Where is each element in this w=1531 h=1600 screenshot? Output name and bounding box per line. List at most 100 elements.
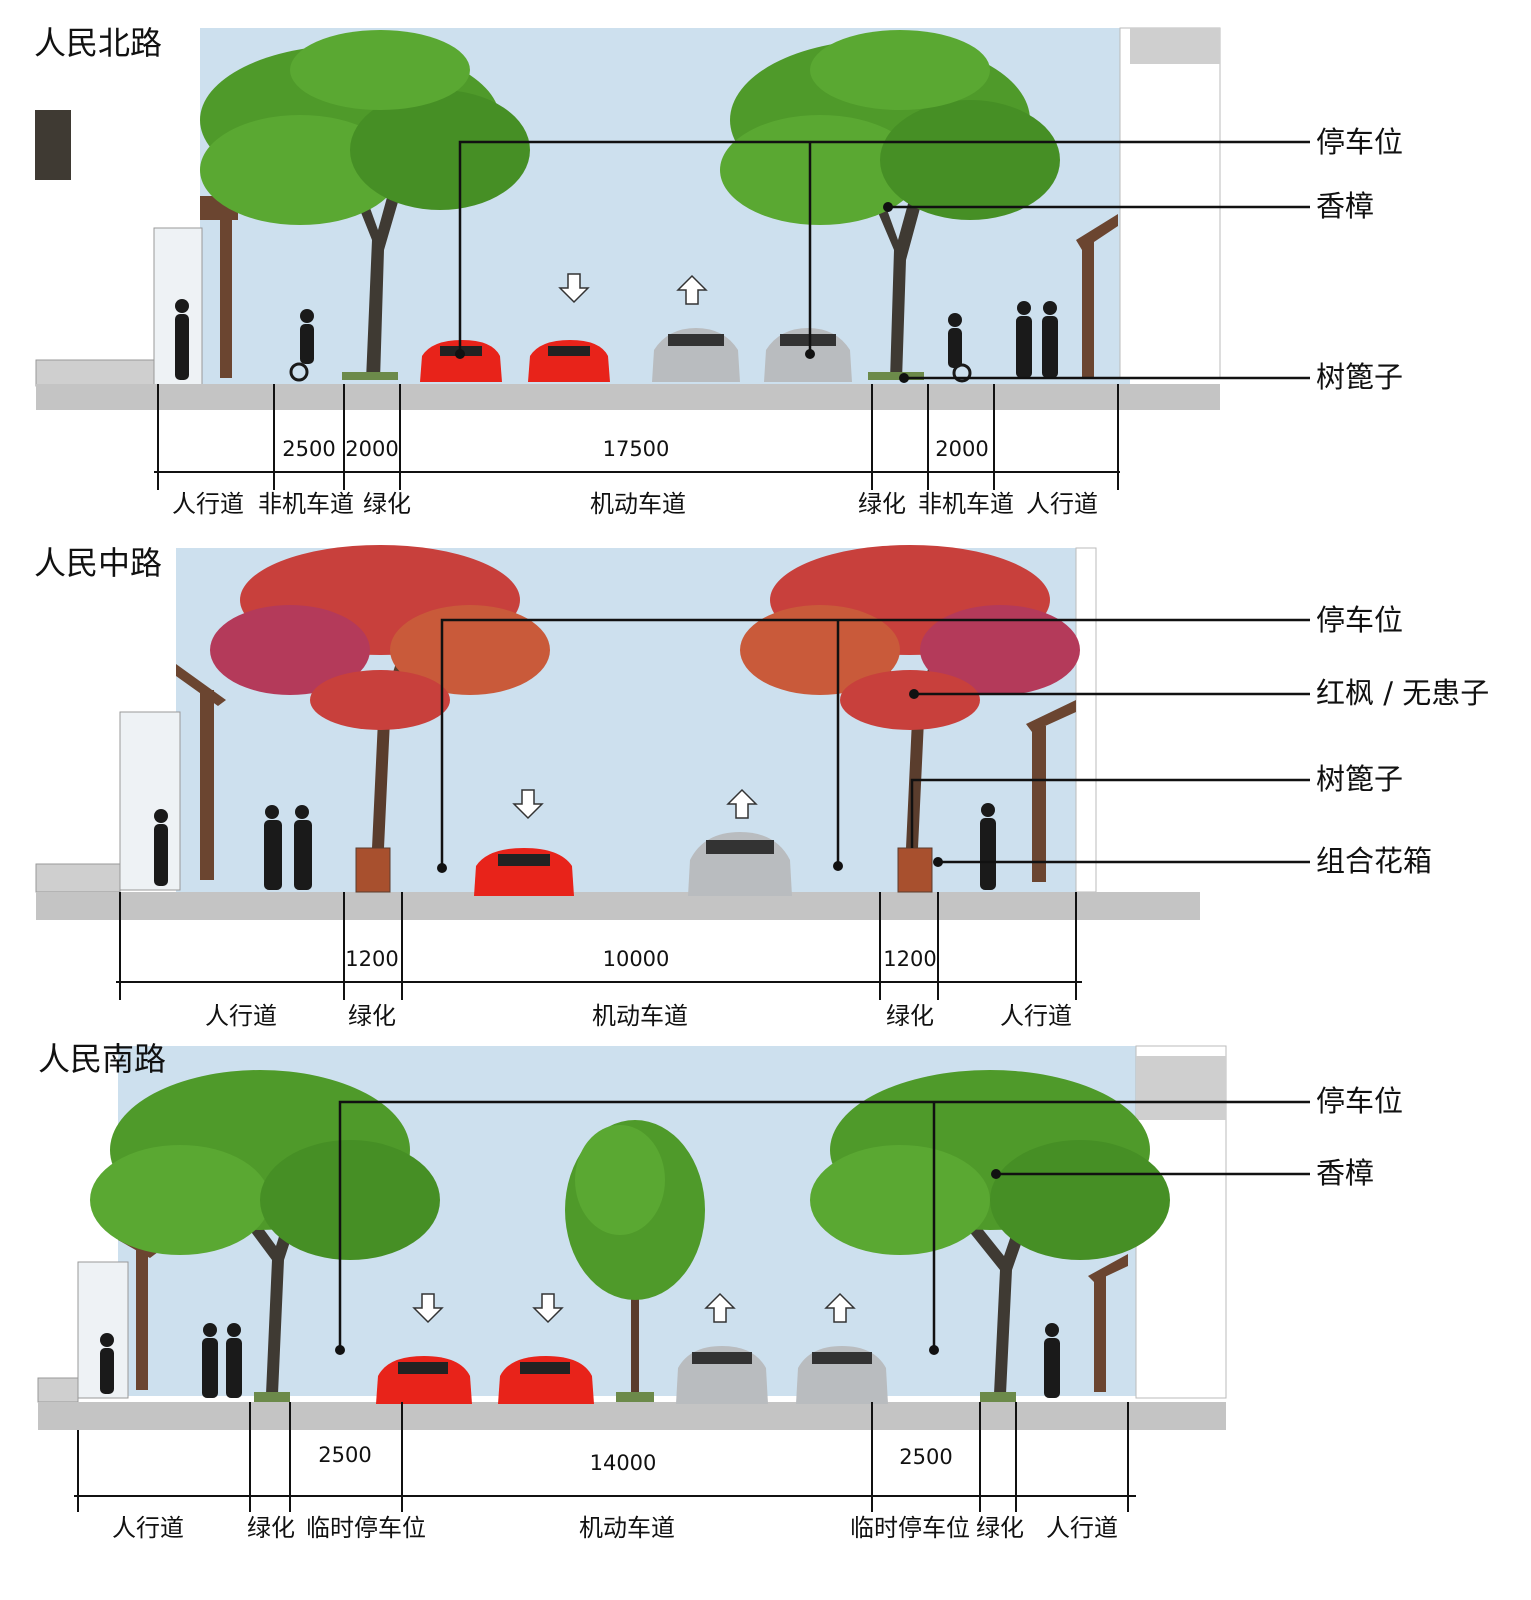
- section-middle: 人民中路 停车位 红枫 / 无患子 树篦子 组合花箱 1200 10000 12…: [34, 544, 1489, 1030]
- zone-label: 人行道: [1026, 490, 1098, 518]
- right-building: [1119, 27, 1221, 379]
- zone-label: 绿化: [976, 1514, 1024, 1542]
- arrow-down-icon: [412, 1293, 444, 1324]
- car-silver: [688, 832, 792, 896]
- zone-label: 人行道: [1000, 1002, 1072, 1030]
- zone-label: 机动车道: [590, 490, 686, 518]
- left-step: [35, 359, 155, 387]
- arrow-up-icon: [676, 274, 708, 305]
- pedestrian-pair: [1016, 301, 1058, 378]
- zone-label: 绿化: [363, 490, 411, 518]
- left-step: [37, 1377, 79, 1403]
- veranda-roof: [1026, 700, 1076, 732]
- car-silver: [652, 328, 740, 382]
- camphor-tree: [200, 30, 530, 380]
- cyclist: [948, 313, 972, 383]
- ground: [38, 1402, 1226, 1430]
- tree-grate: [980, 1392, 1016, 1402]
- pedestrian-pair: [264, 805, 312, 890]
- dim-label: 2500: [318, 1443, 371, 1467]
- camphor-tree: [90, 1070, 440, 1394]
- pedestrian: [980, 803, 996, 890]
- right-roof: [1136, 1056, 1226, 1120]
- pedestrian: [154, 809, 168, 886]
- tree-grate: [616, 1392, 654, 1402]
- section-title: 人民南路: [38, 1040, 166, 1078]
- zone-label: 人行道: [172, 490, 244, 518]
- callout-tree-grate: 树篦子: [1316, 360, 1403, 394]
- pedestrian: [1044, 1323, 1060, 1398]
- arrow-down-icon: [532, 1293, 564, 1324]
- zone-label: 绿化: [858, 490, 906, 518]
- dim-label: 2000: [935, 437, 988, 461]
- veranda-post: [136, 1250, 148, 1390]
- dim-label: 10000: [603, 947, 670, 971]
- veranda-roof: [1076, 214, 1118, 250]
- pedestrian-pair: [202, 1323, 242, 1398]
- car-red: [376, 1356, 472, 1404]
- arrow-up-icon: [824, 1292, 856, 1323]
- callout-lines: [440, 618, 1310, 868]
- camphor-tree: [810, 1070, 1170, 1394]
- section-north: 人民北路 停车位 香樟 树篦子 2500 2000 17500 2000 人行道…: [34, 24, 1403, 518]
- arrow-up-icon: [726, 788, 758, 819]
- tree-grate: [868, 372, 924, 380]
- dimension-lines: [154, 384, 1120, 490]
- tree-grate: [254, 1392, 290, 1402]
- veranda-roof: [176, 664, 226, 706]
- left-step: [35, 863, 121, 893]
- pedestrian: [100, 1333, 114, 1394]
- planter-box: [897, 847, 933, 893]
- zone-label: 绿化: [886, 1002, 934, 1030]
- zone-label: 绿化: [247, 1514, 295, 1542]
- callout-parking: 停车位: [1316, 1084, 1403, 1118]
- callout-tree-grate: 树篦子: [1316, 762, 1403, 796]
- cyclist: [289, 309, 314, 382]
- car-red: [474, 848, 574, 896]
- veranda-post: [1032, 726, 1046, 882]
- veranda-post: [1094, 1274, 1106, 1392]
- veranda-post: [1082, 238, 1094, 378]
- zone-label: 绿化: [348, 1002, 396, 1030]
- car-red: [528, 340, 610, 382]
- dim-label: 2000: [345, 437, 398, 461]
- window: [35, 110, 71, 180]
- zone-label: 人行道: [112, 1514, 184, 1542]
- callout-planter: 组合花箱: [1316, 844, 1432, 878]
- right-roof: [1130, 28, 1220, 64]
- car-silver: [676, 1346, 768, 1404]
- veranda-roof: [1088, 1254, 1128, 1282]
- tree-grate: [342, 372, 398, 380]
- arrow-down-icon: [512, 789, 544, 820]
- planter-box: [355, 847, 391, 893]
- dim-label: 2500: [899, 1445, 952, 1469]
- dim-label: 2500: [282, 437, 335, 461]
- arrow-up-icon: [704, 1292, 736, 1323]
- pedestrian: [175, 299, 189, 380]
- zone-label: 人行道: [205, 1002, 277, 1030]
- section-south: 人民南路 停车位 香樟 2500 14000 2500 人行道 绿化 临时停车位…: [37, 1040, 1403, 1542]
- maple-tree: [740, 545, 1080, 848]
- dimension-lines: [116, 892, 1082, 1000]
- ground: [36, 384, 1220, 410]
- dim-label: 14000: [590, 1451, 657, 1475]
- zone-label: 机动车道: [592, 1002, 688, 1030]
- dim-label: 1200: [883, 947, 936, 971]
- zone-label: 人行道: [1046, 1514, 1118, 1542]
- dim-label: 1200: [345, 947, 398, 971]
- zone-label: 临时停车位: [306, 1514, 426, 1542]
- callout-tree-species: 香樟: [1316, 189, 1374, 223]
- ground: [36, 892, 1200, 920]
- callout-lines: [338, 1100, 1310, 1350]
- callout-parking: 停车位: [1316, 125, 1403, 159]
- median-tree: [565, 1120, 705, 1394]
- right-building: [1075, 547, 1097, 893]
- dim-label: 17500: [603, 437, 670, 461]
- car-red: [498, 1356, 594, 1404]
- car-silver: [796, 1346, 888, 1404]
- zone-label: 临时停车位: [850, 1514, 970, 1542]
- section-title: 人民中路: [34, 544, 162, 582]
- arrow-down-icon: [558, 273, 590, 304]
- zone-label: 机动车道: [579, 1514, 675, 1542]
